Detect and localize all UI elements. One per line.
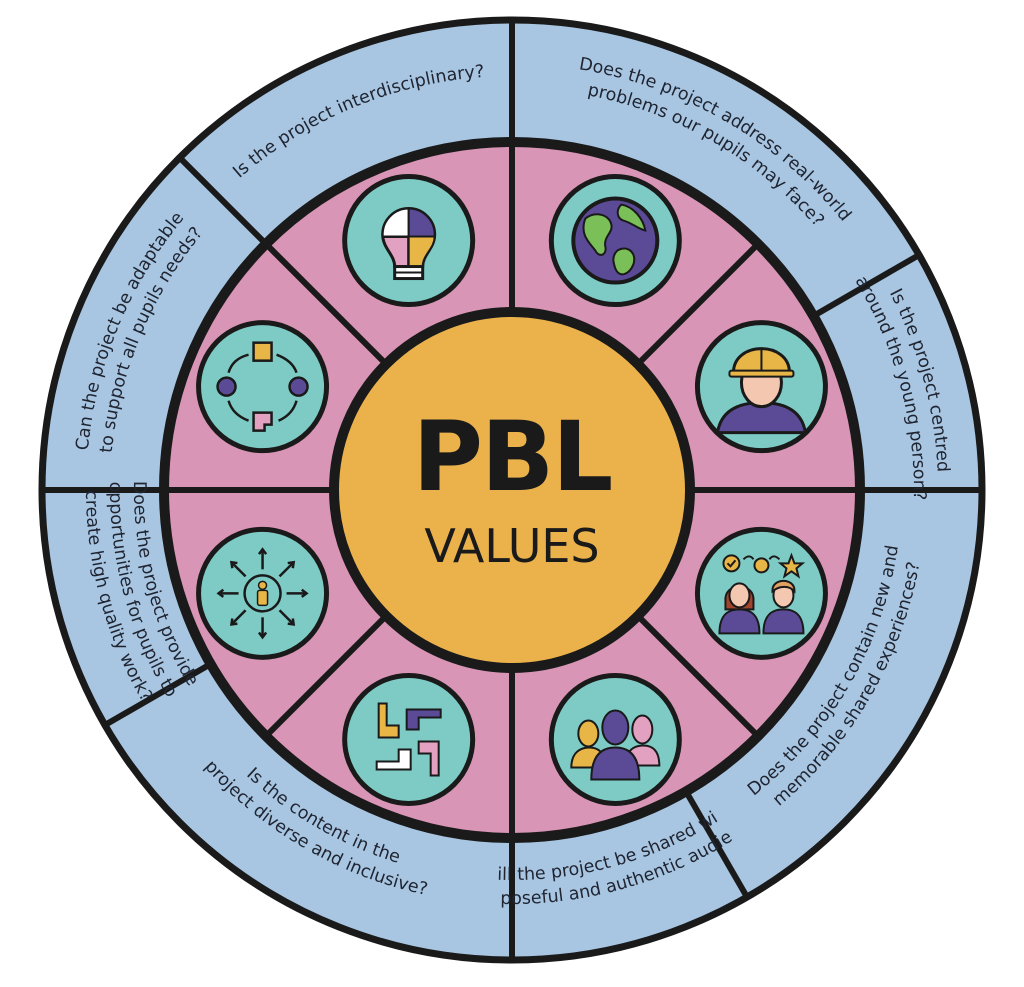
title-main: PBL — [413, 401, 612, 513]
globe-icon — [548, 174, 682, 308]
outer-divider — [683, 789, 750, 899]
outer-divider — [177, 155, 269, 247]
puzzle-lightbulb-icon — [342, 174, 476, 308]
outer-divider — [103, 661, 213, 728]
audience-group-icon — [548, 672, 682, 806]
joined-hands-icon — [342, 672, 476, 806]
title-sub: VALUES — [424, 519, 599, 573]
inner-divider — [263, 241, 389, 367]
adaptive-cycle-icon — [196, 320, 330, 454]
inner-divider — [635, 241, 761, 367]
center-circle: PBL VALUES — [329, 307, 695, 673]
shared-experience-icon — [694, 526, 828, 660]
inner-divider — [263, 613, 389, 739]
outer-divider — [811, 252, 921, 319]
inner-divider — [635, 613, 761, 739]
person-arrows-icon — [196, 526, 330, 660]
young-person-hardhat-icon — [694, 320, 828, 454]
